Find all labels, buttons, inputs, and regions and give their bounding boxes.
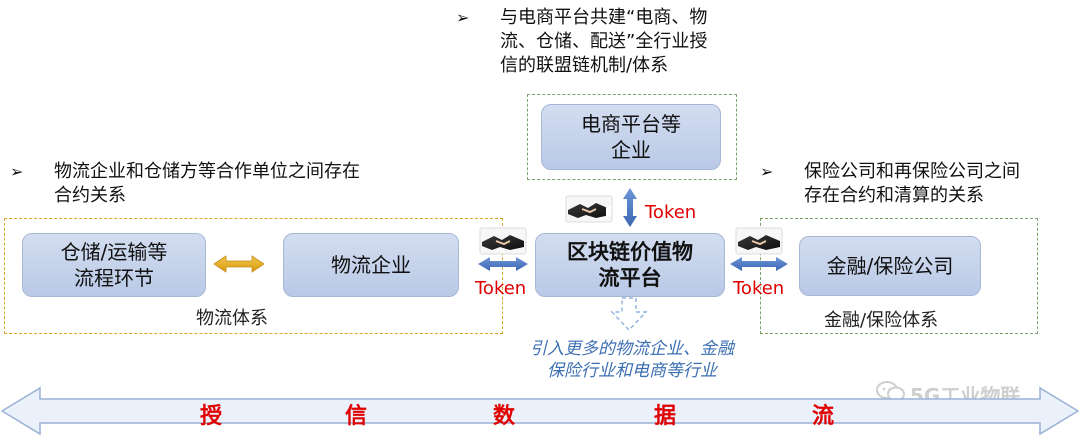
expansion-arrow [610,297,648,332]
finance-system-box [760,218,1038,334]
logistics-enterprise-node: 物流企业 [283,233,459,297]
bullet-top: ➢ 与电商平台共建“电商、物 流、仓储、配送”全行业授 信的联盟链机制/体系 [456,6,796,82]
watermark-text: 5G工业物联 [910,384,1021,408]
ecommerce-box [527,94,737,180]
expansion-note: 引入更多的物流企业、金融 保险行业和电商等行业 [530,339,734,381]
bullet-left-text: 物流企业和仓储方等合作单位之间存在 合约关系 [54,161,360,206]
logistics-system-label: 物流体系 [196,308,268,329]
ecommerce-node: 电商平台等 企业 [541,104,721,170]
bottom-char: 据 [654,404,677,429]
bottom-char: 授 [200,404,223,429]
token-label-right: Token [733,278,785,299]
bullet-mark: ➢ [10,162,24,181]
token-label-top: Token [645,202,697,223]
bottom-char: 信 [345,404,368,429]
bullet-top-text: 与电商平台共建“电商、物 流、仓储、配送”全行业授 信的联盟链机制/体系 [500,7,708,76]
logistics-system-box [4,218,503,334]
handshake-icon [565,195,613,223]
blockchain-platform-node: 区块链价值物 流平台 [535,233,725,297]
bullet-right-text: 保险公司和再保险公司之间 存在合约和清算的关系 [804,161,1020,206]
bullet-mark: ➢ [760,162,774,181]
bullet-mark: ➢ [456,8,470,27]
bottom-char: 流 [812,404,835,429]
bottom-char: 数 [493,404,516,429]
token-label-left: Token [475,278,527,299]
bullet-right: ➢ 保险公司和再保险公司之间 存在合约和清算的关系 [760,160,1080,210]
warehouse-node: 仓储/运输等 流程环节 [22,233,206,297]
finance-insurance-node: 金融/保险公司 [799,236,981,296]
bidirectional-arrow-vertical [623,188,637,227]
bullet-left: ➢ 物流企业和仓储方等合作单位之间存在 合约关系 [10,160,480,210]
wechat-icon [876,380,906,404]
finance-system-label: 金融/保险体系 [824,310,939,331]
